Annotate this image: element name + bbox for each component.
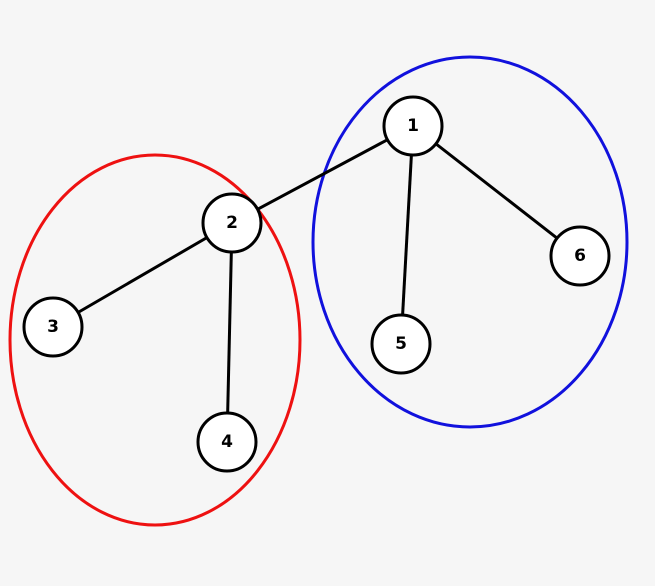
- group-ellipse-red: [8, 153, 302, 527]
- node-3: 3: [22, 296, 84, 358]
- edge-1-6: [412, 124, 581, 258]
- node-4: 4: [196, 411, 258, 473]
- node-2: 2: [201, 192, 263, 254]
- group-ellipse-blue: [311, 55, 629, 429]
- edge-2-4: [225, 222, 234, 443]
- node-label: 4: [221, 432, 233, 452]
- node-1: 1: [382, 95, 444, 157]
- edges: [52, 124, 581, 443]
- edge-2-3: [52, 221, 233, 329]
- node-label: 2: [226, 213, 238, 233]
- node-circle: [382, 95, 444, 157]
- node-circle: [549, 225, 611, 287]
- node-6: 6: [549, 225, 611, 287]
- edge-1-2: [231, 124, 414, 225]
- edge-1-5: [399, 125, 415, 345]
- node-label: 1: [407, 116, 419, 136]
- node-label: 6: [574, 246, 586, 266]
- node-label: 3: [47, 317, 59, 337]
- node-circle: [370, 313, 432, 375]
- node-label: 5: [395, 334, 407, 354]
- node-circle: [22, 296, 84, 358]
- node-5: 5: [370, 313, 432, 375]
- node-circle: [201, 192, 263, 254]
- node-circle: [196, 411, 258, 473]
